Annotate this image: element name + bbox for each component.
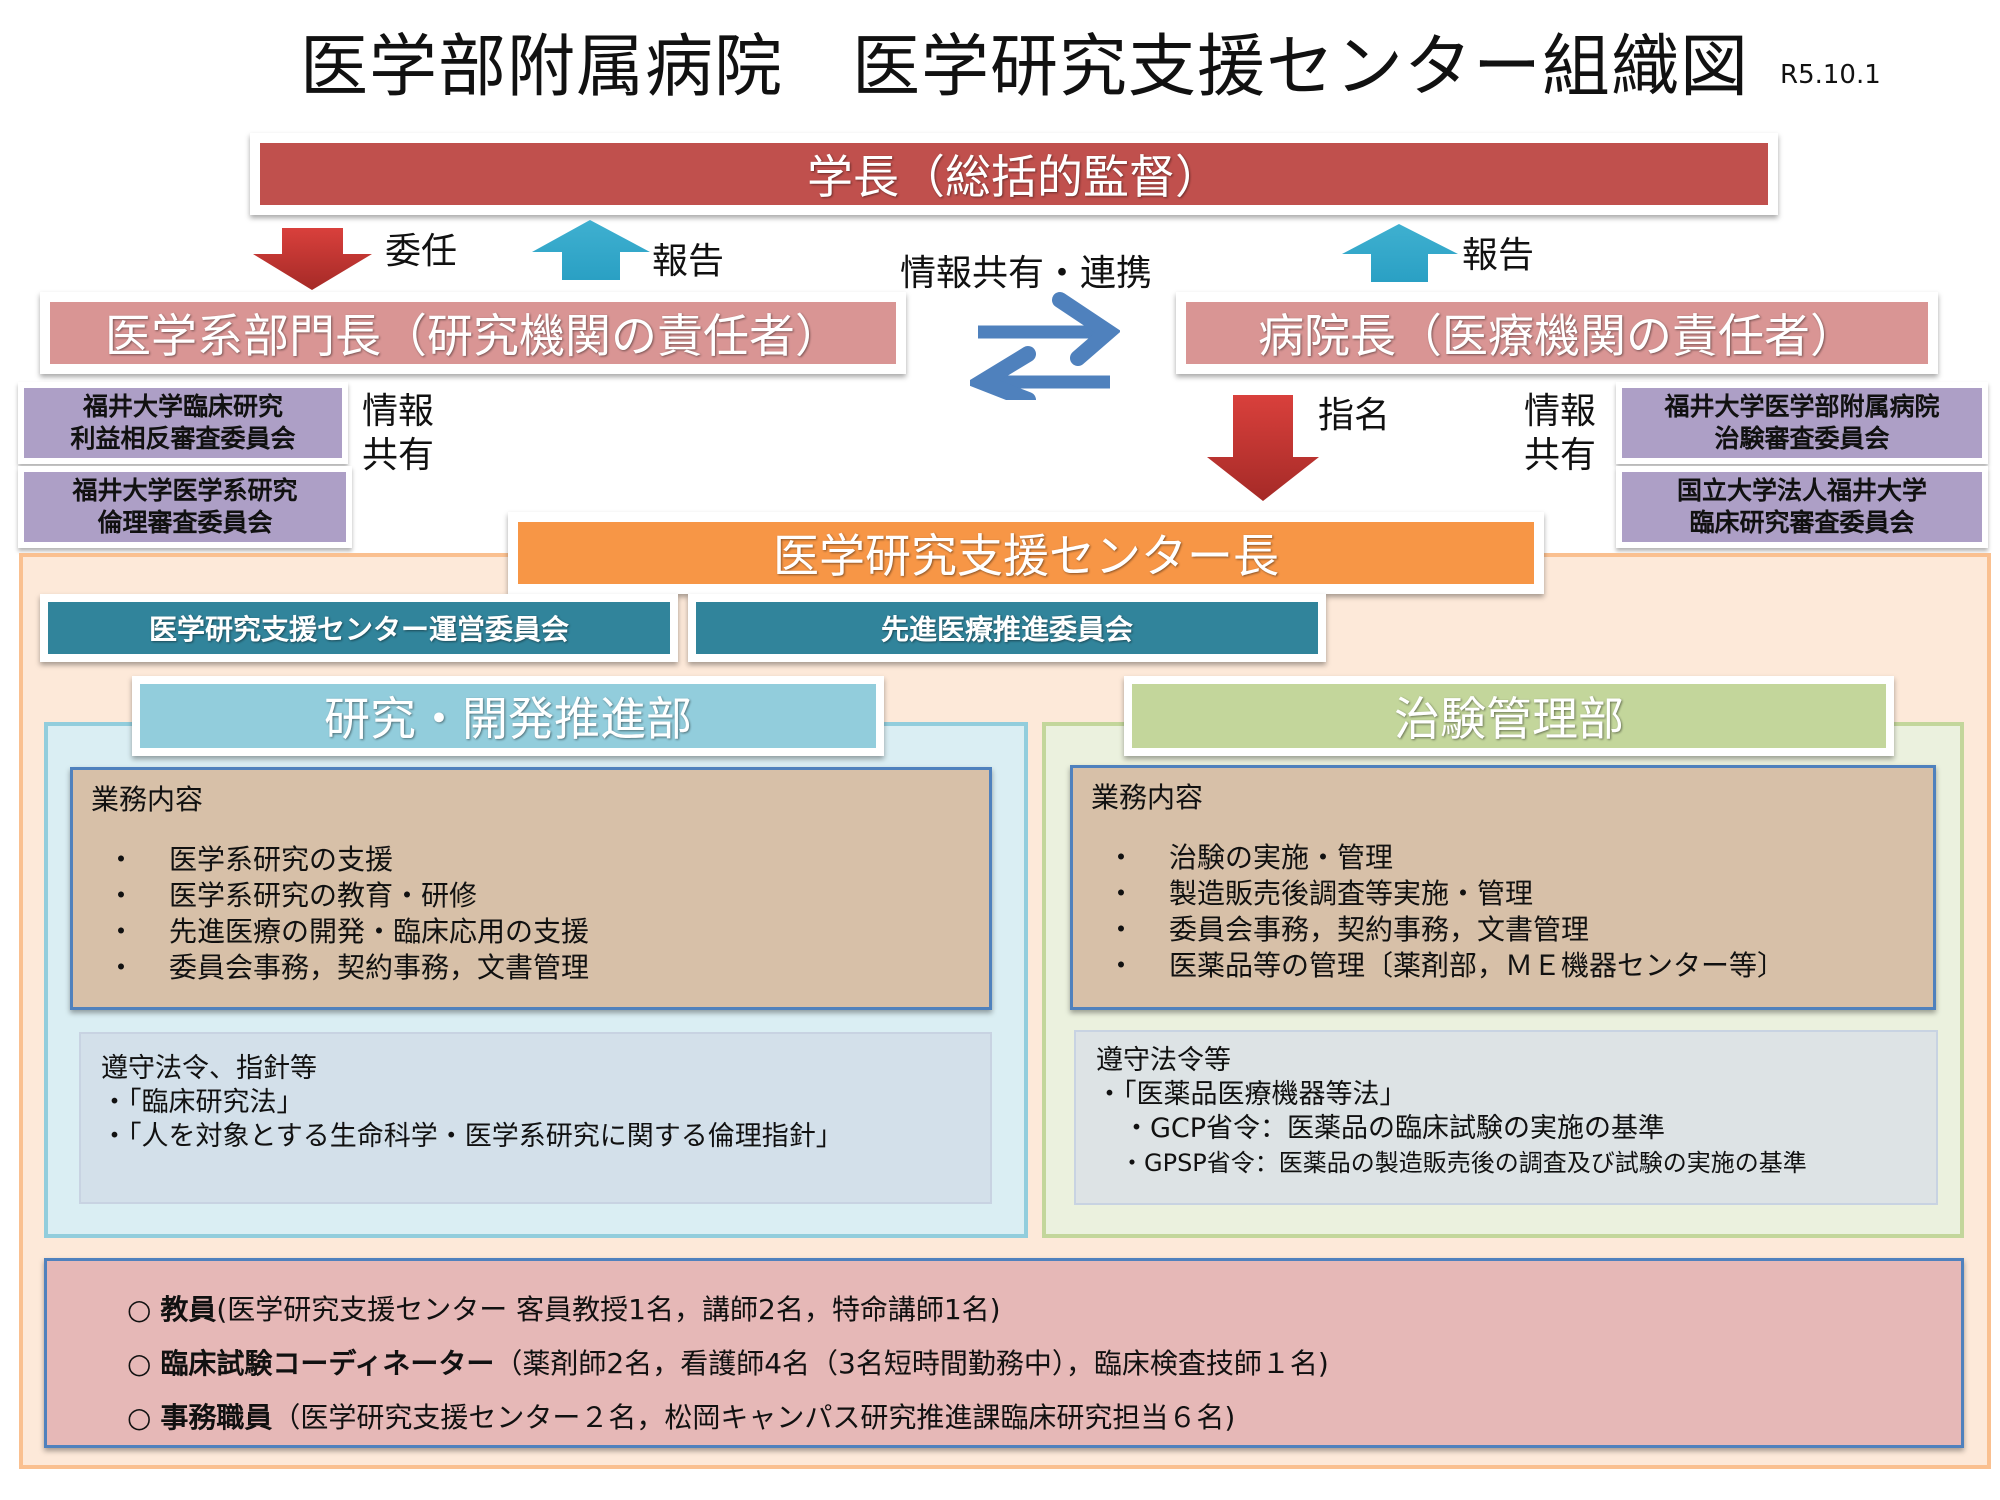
info-share-right-line: 共有 bbox=[1524, 435, 1597, 476]
duty-item: ・委員会事務，契約事務，文書管理 bbox=[1107, 913, 1590, 946]
exchange-arrows-icon bbox=[970, 292, 1120, 400]
committee-line: 福井大学医学系研究 bbox=[72, 476, 298, 505]
law-item: ・GCP省令：医薬品の臨床試験の実施の基準 bbox=[1096, 1113, 1666, 1144]
committee-line: 臨床研究審査委員会 bbox=[1689, 508, 1915, 537]
trial-laws-box: 遵守法令等 ・「医薬品医療機器等法」 ・GCP省令：医薬品の臨床試験の実施の基準… bbox=[1074, 1030, 1938, 1205]
right-committee-irb: 福井大学医学部附属病院 治験審査委員会 bbox=[1616, 382, 1988, 464]
center-head-box: 医学研究支援センター長 bbox=[508, 512, 1544, 594]
committee-line: 福井大学臨床研究 bbox=[82, 392, 283, 421]
president-box: 学長（総括的監督） bbox=[250, 133, 1778, 215]
report-label-left: 報告 bbox=[652, 241, 725, 282]
report-arrow-left-icon bbox=[532, 220, 650, 280]
committee-line: 福井大学医学部附属病院 bbox=[1664, 392, 1940, 421]
laws-title: 遵守法令、指針等 bbox=[101, 1053, 317, 1084]
appoint-label: 指名 bbox=[1318, 395, 1391, 436]
president-label: 学長（総括的監督） bbox=[260, 143, 1768, 205]
info-share-left-line: 共有 bbox=[362, 435, 435, 476]
advanced-medicine-committee-label: 先進医療推進委員会 bbox=[696, 602, 1318, 654]
committee-line: 利益相反審査委員会 bbox=[70, 424, 296, 453]
research-duties-box: 業務内容 ・医学系研究の支援 ・医学系研究の教育・研修 ・先進医療の開発・臨床応… bbox=[70, 767, 992, 1010]
info-share-left-line: 情報 bbox=[362, 391, 435, 432]
info-share-link-label: 情報共有・連携 bbox=[900, 253, 1153, 294]
left-committee-coi: 福井大学臨床研究 利益相反審査委員会 bbox=[18, 382, 348, 464]
hospital-director-label: 病院長（医療機関の責任者） bbox=[1186, 302, 1928, 364]
committee-line: 倫理審査委員会 bbox=[97, 508, 273, 537]
duty-item: ・医薬品等の管理〔薬剤部，ＭＥ機器センター等〕 bbox=[1107, 949, 1786, 982]
right-committee-crb: 国立大学法人福井大学 臨床研究審査委員会 bbox=[1616, 466, 1988, 548]
laws-title: 遵守法令等 bbox=[1096, 1045, 1231, 1076]
appoint-arrow-icon bbox=[1207, 395, 1319, 501]
info-share-left-label: 情報 共有 bbox=[362, 390, 434, 478]
duty-item: ・治験の実施・管理 bbox=[1107, 841, 1394, 874]
trial-duties-box: 業務内容 ・治験の実施・管理 ・製造販売後調査等実施・管理 ・委員会事務，契約事… bbox=[1070, 765, 1936, 1010]
research-dept-name: 研究・開発推進部 bbox=[140, 684, 876, 748]
info-share-right-line: 情報 bbox=[1524, 391, 1597, 432]
report-arrow-right-icon bbox=[1342, 224, 1458, 282]
duty-item: ・先進医療の開発・臨床応用の支援 bbox=[107, 915, 590, 948]
research-dept-header: 研究・開発推進部 bbox=[132, 676, 884, 756]
staff-item: ○ 教員(医学研究支援センター 客員教授1名，講師2名，特命講師1名) bbox=[127, 1293, 1001, 1326]
staff-item: ○ 事務職員（医学研究支援センター２名，松岡キャンパス研究推進課臨床研究担当６名… bbox=[127, 1401, 1236, 1434]
committee-line: 国立大学法人福井大学 bbox=[1676, 476, 1927, 505]
law-item: ・「人を対象とする生命科学・医学系研究に関する倫理指針」 bbox=[101, 1121, 843, 1152]
medical-dean-label: 医学系部門長（研究機関の責任者） bbox=[50, 302, 896, 364]
duties-title: 業務内容 bbox=[91, 783, 204, 816]
info-share-right-label: 情報 共有 bbox=[1524, 390, 1596, 478]
hospital-director-box: 病院長（医療機関の責任者） bbox=[1176, 292, 1938, 374]
law-item: ・「臨床研究法」 bbox=[101, 1087, 304, 1118]
revision-date: R5.10.1 bbox=[1780, 60, 1881, 90]
staff-item: ○ 臨床試験コーディネーター（薬剤師2名，看護師4名（3名短時間勤務中），臨床検… bbox=[127, 1347, 1329, 1380]
delegate-label: 委任 bbox=[385, 231, 458, 272]
duties-title: 業務内容 bbox=[1091, 781, 1204, 814]
page-title: 医学部附属病院 医学研究支援センター組織図 bbox=[300, 28, 1750, 107]
delegate-arrow-icon bbox=[253, 228, 372, 290]
steering-committee-box: 医学研究支援センター運営委員会 bbox=[40, 594, 678, 662]
medical-dean-box: 医学系部門長（研究機関の責任者） bbox=[40, 292, 906, 374]
left-committee-ethics: 福井大学医学系研究 倫理審査委員会 bbox=[18, 466, 352, 548]
trial-dept-header: 治験管理部 bbox=[1124, 676, 1894, 756]
law-item: ・GPSP省令：医薬品の製造販売後の調査及び試験の実施の基準 bbox=[1096, 1149, 1807, 1177]
steering-committee-label: 医学研究支援センター運営委員会 bbox=[48, 602, 670, 654]
law-item: ・「医薬品医療機器等法」 bbox=[1096, 1079, 1407, 1110]
duty-item: ・医学系研究の支援 bbox=[107, 843, 394, 876]
duty-item: ・委員会事務，契約事務，文書管理 bbox=[107, 951, 590, 984]
committee-line: 治験審査委員会 bbox=[1714, 424, 1890, 453]
advanced-medicine-committee-box: 先進医療推進委員会 bbox=[688, 594, 1326, 662]
report-label-right: 報告 bbox=[1462, 235, 1535, 276]
duty-item: ・製造販売後調査等実施・管理 bbox=[1107, 877, 1534, 910]
staff-box: ○ 教員(医学研究支援センター 客員教授1名，講師2名，特命講師1名) ○ 臨床… bbox=[44, 1258, 1964, 1448]
trial-dept-name: 治験管理部 bbox=[1132, 684, 1886, 748]
duty-item: ・医学系研究の教育・研修 bbox=[107, 879, 478, 912]
research-laws-box: 遵守法令、指針等 ・「臨床研究法」 ・「人を対象とする生命科学・医学系研究に関す… bbox=[79, 1032, 992, 1204]
center-head-label: 医学研究支援センター長 bbox=[518, 522, 1534, 584]
